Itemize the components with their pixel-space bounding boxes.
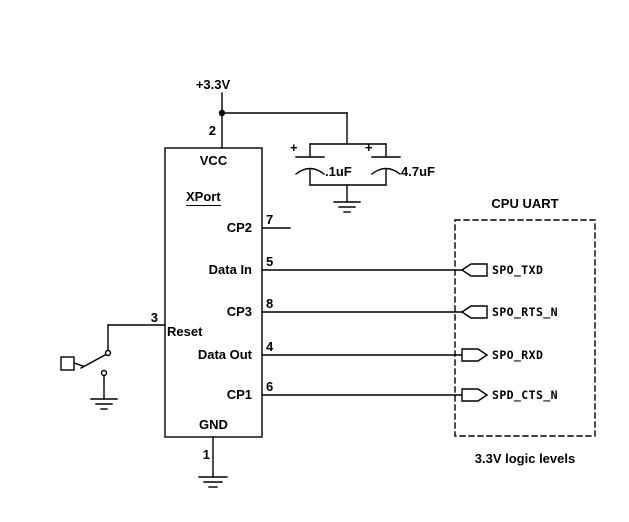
signal-label-rxd: SPO_RXD	[492, 348, 544, 362]
pin-number-cp1: 6	[266, 379, 274, 394]
chip-gnd-label: GND	[199, 417, 228, 432]
signal-label-cts: SPD_CTS_N	[492, 388, 558, 402]
pin-number-data-in: 5	[266, 254, 274, 269]
power-net-wires	[218, 92, 348, 149]
ground-symbol-caps	[333, 201, 361, 213]
pin-number-cp2: 7	[266, 212, 274, 227]
cap1-value: .1uF	[325, 164, 352, 179]
cap1-polarity-icon: +	[290, 140, 298, 155]
pin-number-vcc: 2	[208, 123, 216, 138]
cpu-uart-box	[454, 219, 596, 437]
signal-label-rts: SPO_RTS_N	[492, 305, 558, 319]
pin-number-gnd: 1	[202, 447, 210, 462]
logic-level-note: 3.3V logic levels	[474, 451, 576, 466]
pin-number-cp3: 8	[266, 296, 274, 311]
chip-name: XPort	[186, 189, 221, 206]
cap2-polarity-icon: +	[365, 140, 373, 155]
chip-vcc-label: VCC	[199, 153, 228, 168]
pin-name-reset: Reset	[167, 324, 203, 339]
cpu-uart-title: CPU UART	[491, 196, 559, 211]
signal-tag-left-icon	[460, 305, 488, 319]
ground-symbol-chip	[198, 476, 228, 488]
pin-name-cp3: CP3	[226, 304, 252, 319]
right-pin-wires	[261, 227, 463, 396]
junction-dot	[218, 109, 226, 117]
capacitor-network	[295, 143, 401, 203]
signal-tag-left-icon	[460, 263, 488, 277]
signal-tag-right-icon	[461, 388, 489, 402]
reset-switch-circuit	[60, 324, 166, 400]
pin-name-cp1: CP1	[226, 387, 252, 402]
signal-tags	[460, 263, 489, 402]
power-rail-label: +3.3V	[195, 77, 231, 92]
cap2-value: 4.7uF	[401, 164, 435, 179]
signal-label-txd: SPO_TXD	[492, 263, 544, 277]
pin-name-data-out: Data Out	[197, 347, 252, 362]
pushbutton-actuator	[60, 356, 75, 371]
signal-tag-right-icon	[461, 348, 489, 362]
pin-number-reset: 3	[150, 310, 158, 325]
pin-name-data-in: Data In	[208, 262, 252, 277]
pin-name-cp2: CP2	[226, 220, 252, 235]
ground-symbol-switch	[90, 398, 118, 410]
pin-number-data-out: 4	[266, 339, 274, 354]
